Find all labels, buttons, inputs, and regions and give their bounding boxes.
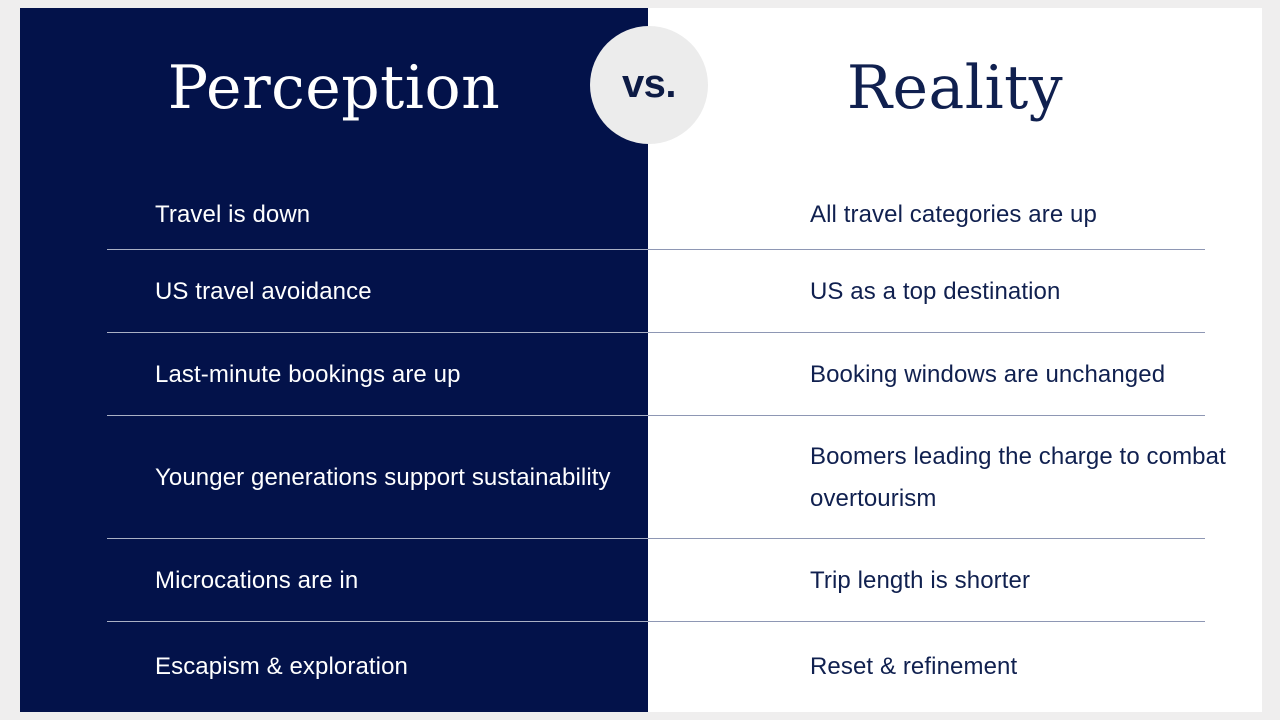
reality-cell: Booking windows are unchanged [810, 360, 1166, 388]
row-divider-right [648, 249, 1205, 250]
perception-cell: Last-minute bookings are up [155, 360, 461, 388]
reality-cell: Reset & refinement [810, 653, 1018, 680]
row-divider-left [107, 538, 648, 539]
perception-cell: Escapism & exploration [155, 653, 408, 680]
row-divider-right [648, 621, 1205, 622]
perception-panel [20, 8, 648, 712]
row-divider-left [107, 621, 648, 622]
row-divider-right [648, 415, 1205, 416]
reality-cell: US as a top destination [810, 277, 1061, 305]
perception-cell: US travel avoidance [155, 277, 372, 305]
perception-heading: Perception [167, 53, 501, 123]
perception-cell: Microcations are in [155, 566, 359, 594]
row-divider-left [107, 332, 648, 333]
comparison-slide: Perception Reality vs. Travel is down Al… [20, 8, 1262, 712]
perception-cell: Younger generations support sustainabili… [155, 463, 611, 491]
table-row: US travel avoidance US as a top destinat… [20, 250, 1262, 333]
reality-cell: Trip length is shorter [810, 566, 1031, 594]
comparison-rows: Travel is down All travel categories are… [20, 180, 1262, 712]
vs-badge-label: vs. [621, 62, 677, 106]
reality-heading: Reality [846, 53, 1064, 123]
table-row: Younger generations support sustainabili… [20, 416, 1262, 539]
reality-panel [648, 8, 1262, 712]
reality-cell: Boomers leading the charge to combat ove… [810, 442, 1226, 512]
row-divider-left [107, 415, 648, 416]
row-divider-right [648, 332, 1205, 333]
table-row: Microcations are in Trip length is short… [20, 539, 1262, 622]
table-row: Last-minute bookings are up Booking wind… [20, 333, 1262, 416]
reality-cell: All travel categories are up [810, 201, 1097, 228]
perception-cell: Travel is down [155, 201, 311, 228]
row-divider-right [648, 538, 1205, 539]
table-row: Escapism & exploration Reset & refinemen… [20, 622, 1262, 712]
row-divider-left [107, 249, 648, 250]
table-row: Travel is down All travel categories are… [20, 180, 1262, 250]
vs-badge: vs. [590, 26, 708, 144]
